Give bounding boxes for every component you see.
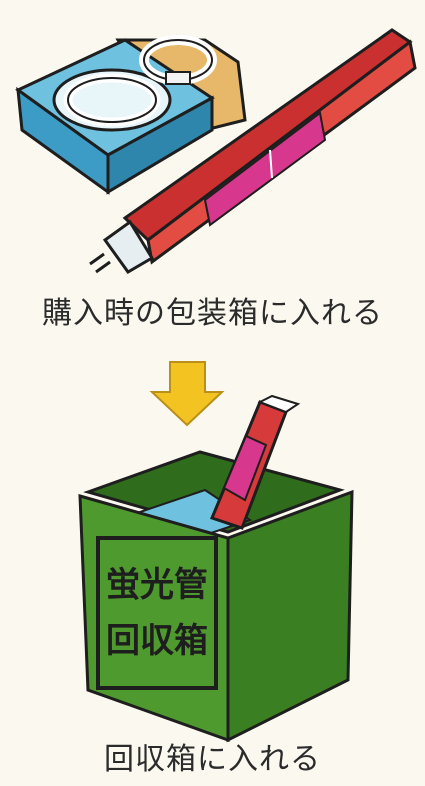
box-label-line1: 蛍光管 <box>106 565 208 605</box>
step1-illustration <box>15 28 417 274</box>
step2-illustration: 蛍光管 回収箱 <box>78 394 354 743</box>
tube-in-box <box>209 394 301 530</box>
recycling-box-side <box>226 489 354 743</box>
tube-package <box>122 28 417 265</box>
recycling-box-front <box>78 493 230 743</box>
down-arrow-icon <box>149 361 225 427</box>
box-label-line2: 回収箱 <box>106 621 208 661</box>
tube-glass-end <box>102 219 155 274</box>
step1-caption: 購入時の包装箱に入れる <box>42 296 383 331</box>
step2-caption: 回収箱に入れる <box>104 742 321 777</box>
box-label-frame <box>96 536 218 690</box>
package-side-right <box>106 95 214 195</box>
